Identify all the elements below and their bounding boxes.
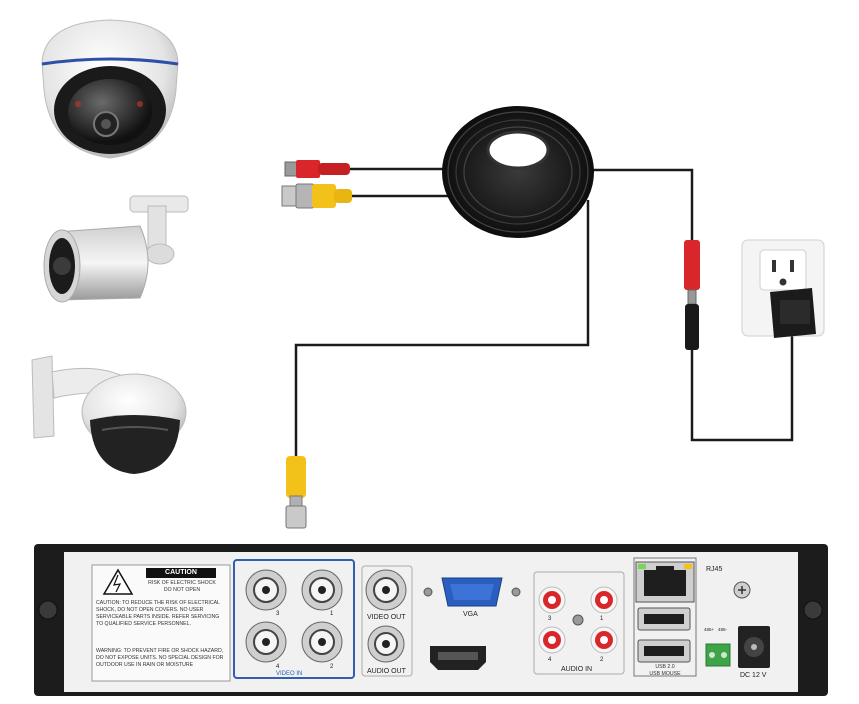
video-in-number-3: 3 bbox=[276, 611, 280, 617]
dc-12v-port[interactable] bbox=[738, 626, 770, 668]
rj45-port[interactable] bbox=[635, 561, 695, 603]
bnc-port-2[interactable] bbox=[301, 621, 343, 663]
bullet-camera-icon bbox=[43, 195, 189, 303]
warning-text: WARNING: TO PREVENT FIRE OR SHOCK HAZARD… bbox=[96, 648, 224, 669]
video-in-group bbox=[233, 559, 355, 679]
ptz-camera-icon bbox=[31, 355, 187, 474]
rs485-minus-label: 485- bbox=[718, 627, 728, 632]
rs485-terminal[interactable] bbox=[705, 643, 731, 667]
dc-power-plug-icon bbox=[684, 240, 700, 350]
audio-in-label: AUDIO IN bbox=[561, 666, 593, 673]
network-usb-group bbox=[633, 557, 697, 677]
usb-port-bottom[interactable] bbox=[637, 639, 691, 663]
warning-triangle-icon bbox=[102, 568, 134, 595]
audio-out-label: AUDIO OUT bbox=[367, 668, 406, 675]
bnc-port-4[interactable] bbox=[245, 621, 287, 663]
caution-text: CAUTION: TO REDUCE THE RISK OF ELECTRICA… bbox=[96, 600, 220, 628]
audio-in-group bbox=[533, 571, 625, 675]
ground-screw-icon bbox=[733, 581, 751, 599]
audio-in-number-4: 4 bbox=[548, 657, 552, 663]
video-out-port[interactable] bbox=[365, 569, 407, 611]
audio-in-number-1: 1 bbox=[600, 616, 604, 622]
rca-port-1[interactable] bbox=[590, 586, 618, 614]
rca-port-3[interactable] bbox=[538, 586, 566, 614]
video-out-label: VIDEO OUT bbox=[367, 614, 406, 621]
usb-label: USB 2.0 USB MOUSE bbox=[649, 664, 681, 678]
hdmi-port[interactable] bbox=[430, 646, 486, 670]
rca-port-4[interactable] bbox=[538, 626, 566, 654]
dc-12v-label: DC 12 V bbox=[740, 672, 767, 679]
power-adapter-icon bbox=[770, 288, 816, 338]
cables bbox=[294, 167, 794, 458]
audio-in-number-2: 2 bbox=[600, 657, 604, 663]
vga-label: VGA bbox=[463, 611, 478, 618]
usb-port-top[interactable] bbox=[637, 607, 691, 631]
camera-power-plug-red bbox=[284, 160, 350, 178]
bnc-port-3[interactable] bbox=[245, 569, 287, 611]
video-in-number-2: 2 bbox=[330, 664, 334, 670]
bnc-connector-icon bbox=[281, 183, 352, 209]
video-in-ports bbox=[245, 569, 343, 663]
video-in-number-4: 4 bbox=[276, 664, 280, 670]
bnc-port-1[interactable] bbox=[301, 569, 343, 611]
caution-title: CAUTION bbox=[165, 569, 197, 576]
video-in-label: VIDEO IN bbox=[276, 671, 303, 677]
audio-out-port[interactable] bbox=[367, 625, 405, 663]
vga-port[interactable] bbox=[423, 577, 521, 607]
dvr-bnc-connector bbox=[285, 456, 307, 529]
video-in-number-1: 1 bbox=[330, 611, 334, 617]
rs485-plus-label: 485+ bbox=[704, 627, 715, 632]
audio-in-number-3: 3 bbox=[548, 616, 552, 622]
usb-ports bbox=[637, 607, 691, 663]
video-audio-out-group bbox=[361, 565, 413, 677]
cable-coil-icon bbox=[442, 106, 594, 238]
audio-in-ports bbox=[538, 586, 618, 654]
rj45-label: RJ45 bbox=[706, 566, 723, 573]
rca-port-2[interactable] bbox=[590, 626, 618, 654]
caution-subtitle: RISK OF ELECTRIC SHOCK DO NOT OPEN bbox=[148, 580, 216, 594]
dome-camera-icon bbox=[41, 19, 179, 159]
